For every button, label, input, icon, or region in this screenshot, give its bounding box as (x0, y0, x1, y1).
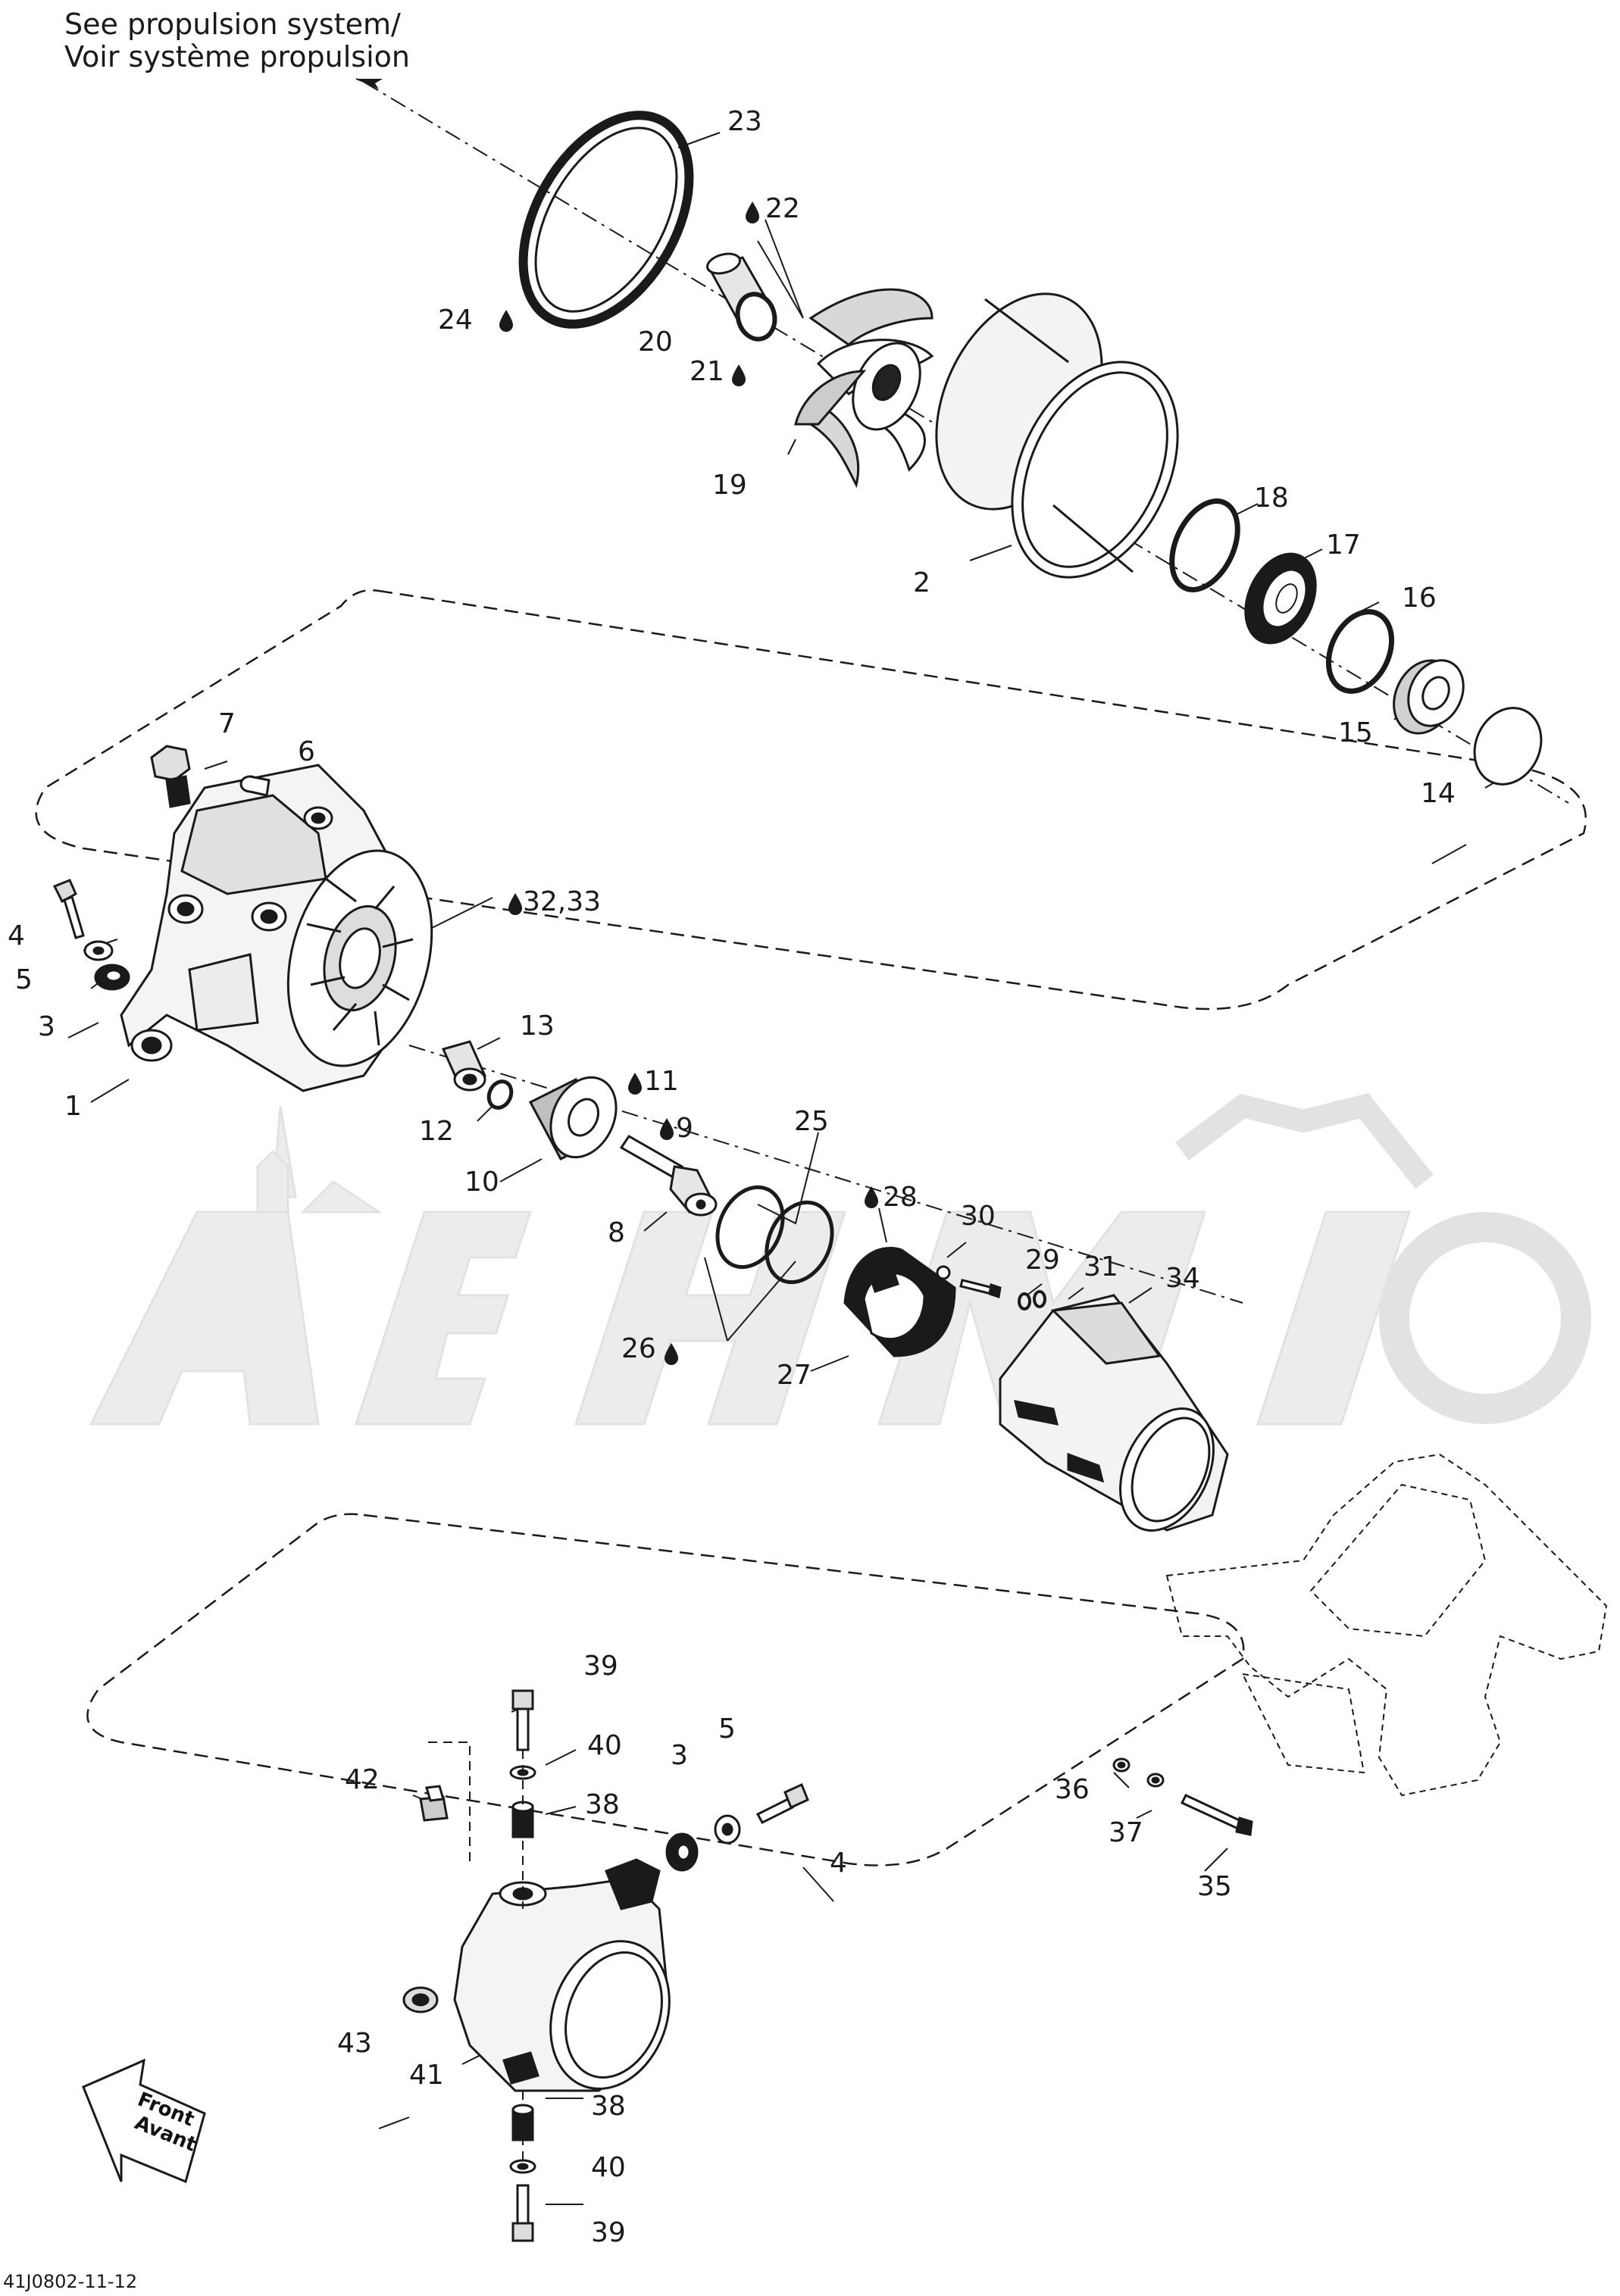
callout-25: 25 (794, 1106, 829, 1137)
callout-15: 15 (1338, 717, 1373, 748)
callout-6: 6 (298, 736, 315, 767)
callout-26: 26 (621, 1333, 656, 1364)
callout-3-lower: 3 (671, 1740, 688, 1771)
callout-7: 7 (218, 708, 236, 739)
part-16-ring (1325, 609, 1395, 694)
part-39-bolt-top (511, 1689, 534, 1751)
part-3-grommet-lower (665, 1832, 699, 1872)
part-3-grommet (94, 964, 130, 991)
callout-20: 20 (638, 326, 673, 358)
header-line-1: See propulsion system/ (64, 8, 401, 41)
callout-38-top: 38 (585, 1789, 620, 1820)
part-13-bushing (441, 1040, 487, 1092)
reverse-bracket-ghost (1165, 1453, 1608, 1797)
part-6-pin (239, 775, 271, 797)
part-8-shaft (619, 1135, 718, 1217)
callout-41: 41 (409, 2060, 444, 2091)
callout-14: 14 (1421, 778, 1456, 809)
part-17-seal (1244, 552, 1317, 645)
callout-39-bottom: 39 (591, 2217, 626, 2248)
callout-1: 1 (64, 1091, 82, 1122)
part-20-sleeve (706, 252, 777, 342)
leader-lines (67, 78, 1512, 2205)
propulsion-pointer-arrow (356, 79, 383, 89)
callout-30: 30 (961, 1201, 996, 1232)
part-1-pump-housing (120, 764, 433, 1092)
callout-34: 34 (1165, 1263, 1200, 1294)
part-4-bolt (52, 879, 85, 939)
callout-36: 36 (1055, 1774, 1090, 1805)
callout-13: 13 (520, 1011, 555, 1042)
callout-10: 10 (464, 1167, 499, 1198)
part-36-washer (1112, 1757, 1131, 1773)
callout-43: 43 (337, 2028, 372, 2059)
callout-42: 42 (345, 1764, 380, 1795)
callout-4-lower: 4 (830, 1848, 847, 1879)
part-5-washer (83, 940, 114, 961)
part-41-nozzle (453, 1858, 671, 2092)
part-18-circlip (1169, 498, 1240, 592)
callout-22: 22 (765, 193, 800, 224)
part-25-orings (715, 1185, 834, 1285)
callout-29: 29 (1025, 1245, 1060, 1276)
callout-11: 11 (644, 1066, 679, 1097)
part-4-bolt-lower (755, 1782, 809, 1824)
callout-21: 21 (690, 356, 724, 387)
part-38-bushing-bottom (511, 2104, 534, 2141)
callout-16: 16 (1402, 583, 1437, 614)
callout-8: 8 (608, 1217, 625, 1248)
part-35-bolt (1180, 1794, 1253, 1836)
watermark-logo (89, 1093, 1591, 1426)
part-34-venturi (999, 1294, 1229, 1532)
callout-4: 4 (8, 920, 25, 951)
callout-38-bottom: 38 (591, 2091, 626, 2122)
callout-23: 23 (727, 106, 762, 137)
part-10-bearing (528, 1076, 618, 1160)
part-15-bearing (1393, 659, 1465, 735)
part-23-ring (518, 111, 694, 329)
callout-2: 2 (913, 567, 930, 598)
callout-40-bottom: 40 (591, 2152, 626, 2183)
part-42-nut (419, 1785, 449, 1822)
part-37-washer (1146, 1773, 1165, 1788)
part-27-cone (843, 1247, 956, 1357)
part-40-washer-bottom (509, 2159, 536, 2174)
callout-40-top: 40 (587, 1730, 622, 1761)
callout-9: 9 (676, 1113, 693, 1144)
callout-5: 5 (15, 964, 33, 995)
part-30-washer (936, 1265, 951, 1280)
part-29-screw (959, 1279, 1002, 1298)
part-31-orings (1018, 1290, 1046, 1310)
part-12-oring (486, 1079, 514, 1110)
callout-17: 17 (1326, 529, 1361, 561)
group-outline-housing (35, 589, 1587, 1011)
drawing-code: 41J0802-11-12 (3, 2271, 138, 2292)
callout-28: 28 (883, 1182, 918, 1213)
callout-35: 35 (1197, 1871, 1232, 1902)
callout-24: 24 (438, 305, 473, 336)
callout-5-lower: 5 (718, 1713, 736, 1745)
callout-39-top: 39 (583, 1651, 618, 1682)
callout-37: 37 (1109, 1817, 1143, 1848)
part-19-impeller (794, 288, 934, 489)
part-2-liner (935, 292, 1179, 579)
callout-31: 31 (1084, 1251, 1118, 1282)
front-direction-arrow (82, 2058, 206, 2184)
part-38-bushing-top (511, 1801, 534, 1838)
callout-3: 3 (38, 1011, 55, 1042)
callout-27: 27 (777, 1360, 812, 1391)
callout-18: 18 (1254, 483, 1289, 514)
part-43-nut (402, 1986, 439, 2013)
part-39-bolt-bottom (511, 2184, 534, 2242)
part-14-cap (1473, 707, 1543, 786)
header-line-2: Voir système propulsion (64, 40, 410, 73)
callout-12: 12 (419, 1116, 454, 1147)
callout-19: 19 (712, 470, 747, 501)
group-outline-nozzle (86, 1513, 1245, 1866)
callout-32-33: 32,33 (523, 886, 602, 917)
part-5-washer-lower (714, 1814, 741, 1845)
part-7-plug (150, 745, 191, 808)
